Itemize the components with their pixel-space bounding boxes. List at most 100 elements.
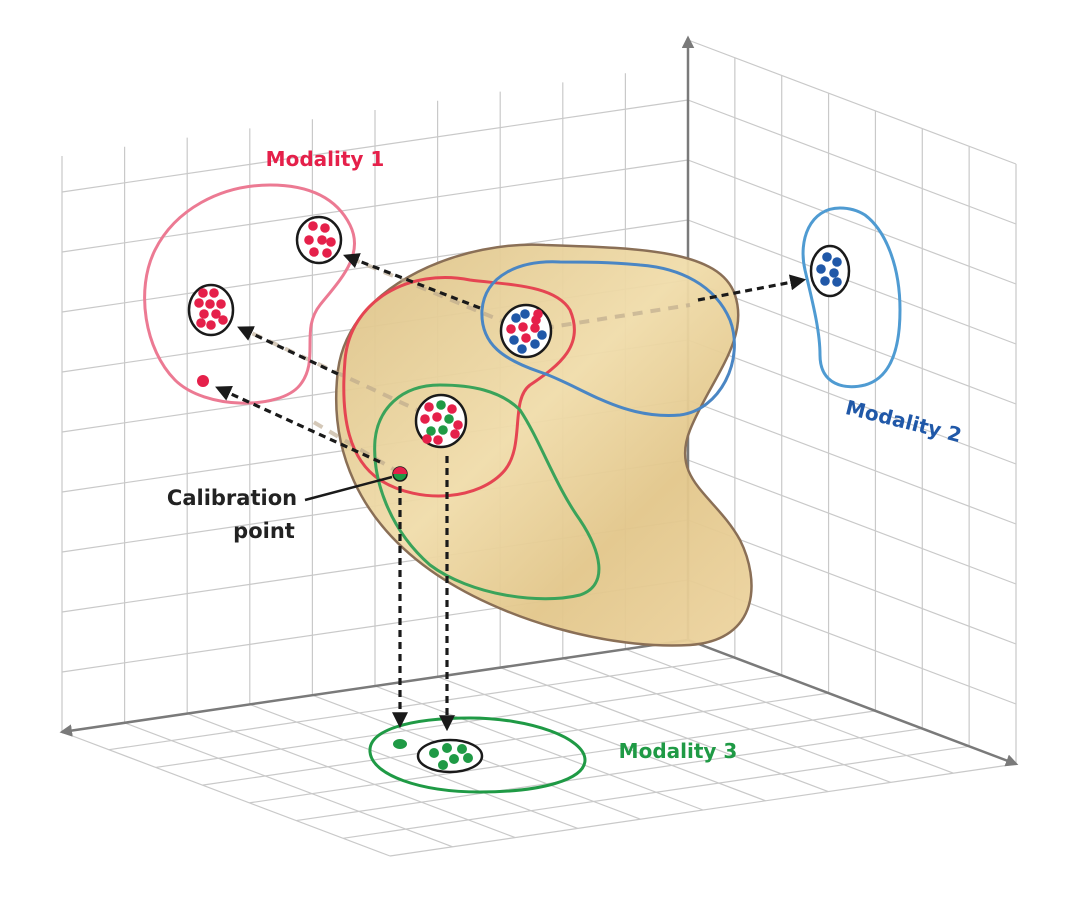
cluster-point [463,753,473,763]
modality-2-region [480,260,736,417]
cluster-point [206,320,216,330]
cluster-point [304,235,314,245]
shared-cluster-mid [414,393,468,449]
cluster-point [457,744,467,754]
cluster-point [832,277,842,287]
calibration-point-modality-1 [197,375,209,387]
arrow-to-modality-2 [697,274,807,302]
modality-3-cluster [416,738,484,774]
cluster-point [198,288,208,298]
modality-2-label: Modality 2 [843,395,964,447]
grid-line [499,667,829,793]
cluster-point [530,339,540,349]
cluster-point [433,435,443,445]
grid-line [625,648,954,774]
arrow-to-modality-1-mid [237,326,339,376]
cluster-point [209,288,219,298]
modality-3-label: Modality 3 [619,739,738,763]
grid-line [374,685,704,811]
cluster-point [509,335,519,345]
grid-line [687,39,1017,165]
cluster-point [308,221,318,231]
cluster-point [820,276,830,286]
calibration-label-line1: Calibration [167,486,297,510]
cluster-point [429,748,439,758]
cluster-point [317,235,327,245]
cluster-point [196,318,206,328]
modality-3-outline [368,716,587,794]
modality-2-outline [801,206,902,389]
grid-line [202,692,829,786]
cluster-point [432,412,442,422]
grid-line [687,99,1017,225]
grid-line [343,745,970,839]
grid-line [562,657,892,783]
grid-line [687,399,1017,525]
cluster-point [450,429,460,439]
cluster-point [521,333,531,343]
grid-line [687,159,1017,285]
grid-line [437,676,766,802]
calibration-label-line2: point [233,519,295,543]
cluster-point [420,414,430,424]
cluster-point [511,313,521,323]
calibration-point-shared [392,466,408,482]
grid-line [687,219,1017,345]
cluster-point [442,743,452,753]
cluster-point [520,309,530,319]
grid-line [186,713,516,839]
cluster-point [447,404,457,414]
modality-1-cluster-mid [187,283,235,337]
cluster-point [218,315,228,325]
grid-line [61,731,391,857]
cluster-point [453,420,463,430]
modality-1-label: Modality 1 [266,147,385,171]
grid-line [687,339,1017,465]
clusters [187,215,851,774]
cluster-point [438,760,448,770]
cluster-point [517,344,527,354]
cluster-point [832,257,842,267]
grid-line [389,763,1017,857]
cluster-point [309,247,319,257]
cluster-point [320,223,330,233]
grid-line [687,459,1017,585]
grid-line [108,657,735,751]
cluster-point [438,425,448,435]
grid-line [61,159,689,253]
left-axis [59,638,689,737]
cluster-point [816,264,826,274]
cluster-point [422,434,432,444]
cluster-point [216,299,226,309]
arrow-to-modality-1-point [215,386,381,464]
cluster-point [424,402,434,412]
grid-line [155,674,782,769]
grid-line [296,727,923,822]
projection-arrows [215,253,807,732]
cluster-point [829,268,839,278]
cluster-point [444,414,454,424]
grid-line [249,710,876,804]
shared-cluster-top [499,303,553,359]
right-axis [687,638,1019,767]
calibration-pointer [304,475,393,502]
modality-1-cluster-top [295,215,343,265]
cluster-point [533,309,543,319]
cluster-point [211,309,221,319]
cluster-point [326,237,336,247]
grid-line [124,722,453,848]
cluster-point [426,426,436,436]
cluster-point [518,322,528,332]
cluster-point [205,299,215,309]
grid-line [249,703,579,829]
grid-line [687,519,1017,645]
modality-3-region [373,383,601,601]
cluster-point [530,323,540,333]
cluster-point [537,330,547,340]
cluster-point [322,248,332,258]
modality-1-region [342,276,576,498]
calibration-point-modality-3 [393,739,407,749]
modality-1-outline [143,183,356,405]
